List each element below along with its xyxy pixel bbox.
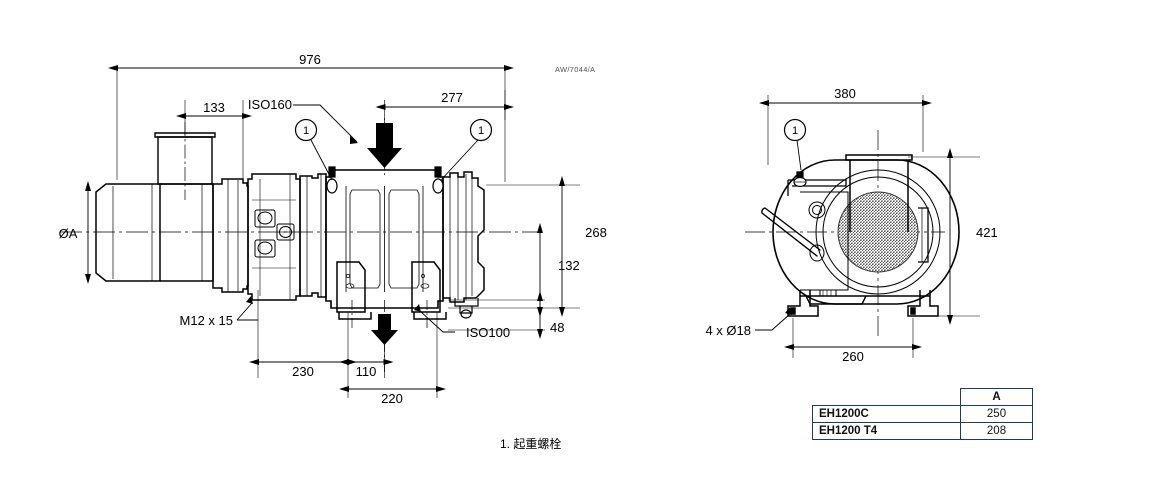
casing-inner-circle — [815, 169, 941, 295]
leader-balloon-side — [796, 139, 802, 171]
dim-inlet-offset — [375, 90, 514, 120]
label-dim-220: 220 — [381, 391, 403, 406]
front-elevation-view — [60, 65, 580, 398]
motor-detail-lines — [112, 184, 203, 281]
label-shaft-diameter: ØA — [59, 226, 78, 241]
lifting-bolt-left — [326, 166, 338, 194]
balloon-number-left: 1 — [303, 125, 309, 137]
drawing-reference-code: AW/7044/A — [555, 65, 595, 74]
gearbox-section — [247, 173, 301, 301]
balloon-number-side: 1 — [792, 125, 798, 137]
label-side-width: 380 — [834, 86, 856, 101]
foot-right-side — [907, 290, 939, 317]
lift-handle-side — [761, 207, 821, 257]
leader-iso100 — [414, 304, 455, 333]
mounting-foot-right — [411, 261, 447, 320]
rear-cover-lines — [449, 174, 473, 300]
dim-overall-height — [448, 176, 580, 317]
gearbox-internal-lines — [252, 174, 296, 300]
side-flange-right — [918, 207, 929, 263]
balloon-numbers: 1 1 1 — [303, 125, 798, 137]
rotor-mesh-disc — [837, 191, 919, 273]
drain-plug-side — [819, 289, 837, 297]
leader-iso160 — [293, 104, 358, 144]
stator-body-ribs — [345, 186, 424, 292]
mounting-foot-right-detail — [420, 274, 430, 330]
stator-front-flange-lines — [306, 174, 322, 297]
label-dim-230: 230 — [292, 364, 314, 379]
table-row: EH1200 T4 208 — [812, 422, 1033, 440]
adapter-housing — [212, 178, 249, 293]
label-side-height: 421 — [976, 225, 998, 240]
table-cell-a-value: 208 — [960, 422, 1033, 440]
table-header-a: A — [960, 388, 1033, 406]
table-header-row: A — [813, 388, 1033, 406]
label-iso100: ISO100 — [466, 325, 510, 340]
label-iso160: ISO160 — [248, 97, 292, 112]
label-overall-length: 976 — [299, 52, 321, 67]
table-cell-model: EH1200C — [812, 405, 961, 423]
dim-bottom-extension-lines — [257, 290, 438, 398]
spec-table: A EH1200C 250 EH1200 T4 208 — [812, 388, 1033, 440]
dim-foot-height — [448, 291, 545, 339]
label-foot-spacing: 260 — [842, 349, 864, 364]
bracket-top-left-side — [787, 179, 847, 196]
label-dim-110: 110 — [356, 364, 377, 379]
lifting-bolt-right — [432, 166, 444, 194]
label-m12x15: M12 x 15 — [180, 313, 233, 328]
rear-end-cover — [442, 171, 485, 303]
terminal-box — [154, 132, 216, 185]
label-inlet-offset: 277 — [441, 90, 463, 105]
leader-balloon-left — [310, 139, 333, 181]
label-axis-height: 132 — [558, 258, 580, 273]
inlet-nozzle-side — [845, 154, 913, 232]
label-foot-height: 48 — [550, 320, 564, 335]
mounting-foot-left-detail — [345, 274, 355, 330]
drain-connection — [454, 298, 479, 319]
label-terminal-box-width: 133 — [203, 100, 225, 115]
end-elevation-view — [745, 95, 980, 358]
table-cell-a-value: 250 — [960, 405, 1033, 423]
lifting-bolt-side — [793, 171, 807, 188]
dim-side-width — [759, 95, 932, 165]
table-row: EH1200C 250 — [812, 405, 1033, 423]
mounting-foot-left — [336, 261, 372, 320]
stator-front-flange — [299, 173, 327, 298]
balloon-number-right: 1 — [478, 125, 484, 137]
leader-balloon-right — [440, 139, 479, 181]
dim-side-height — [908, 148, 980, 325]
oil-sight-glasses — [254, 209, 295, 258]
label-overall-height: 268 — [585, 225, 607, 240]
leader-bolt-holes — [755, 307, 792, 331]
dim-terminal-box-width — [176, 100, 252, 178]
dimension-labels: 976 133 277 ØA 268 132 48 230 110 220 IS… — [59, 52, 998, 406]
label-bolt-holes: 4 x Ø18 — [705, 323, 751, 338]
legend-note: 1. 起重螺栓 — [500, 436, 561, 451]
table-corner-blank — [813, 389, 961, 406]
table-cell-model: EH1200 T4 — [812, 422, 961, 440]
leader-m12x15 — [236, 296, 258, 321]
dim-foot-spacing — [784, 318, 922, 358]
motor-body-outline — [95, 183, 214, 282]
adapter-detail — [227, 179, 239, 292]
dim-overall-length — [108, 65, 514, 182]
